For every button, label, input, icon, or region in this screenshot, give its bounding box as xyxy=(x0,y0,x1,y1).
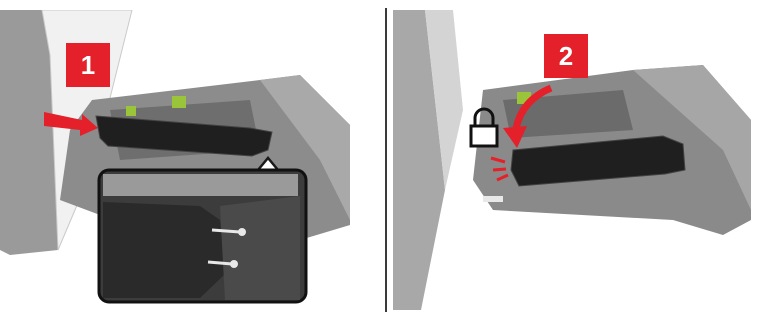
step-1-illustration: 1 xyxy=(0,10,368,310)
green-latch xyxy=(126,106,136,116)
pin xyxy=(212,230,240,232)
step-number-badge: 2 xyxy=(544,34,588,78)
step-1-drawing xyxy=(0,10,368,310)
step-number-badge: 1 xyxy=(66,43,110,87)
green-latch xyxy=(172,96,186,108)
step-2-illustration: 2 xyxy=(393,10,761,310)
panel-divider xyxy=(385,8,387,312)
pin xyxy=(208,262,232,264)
